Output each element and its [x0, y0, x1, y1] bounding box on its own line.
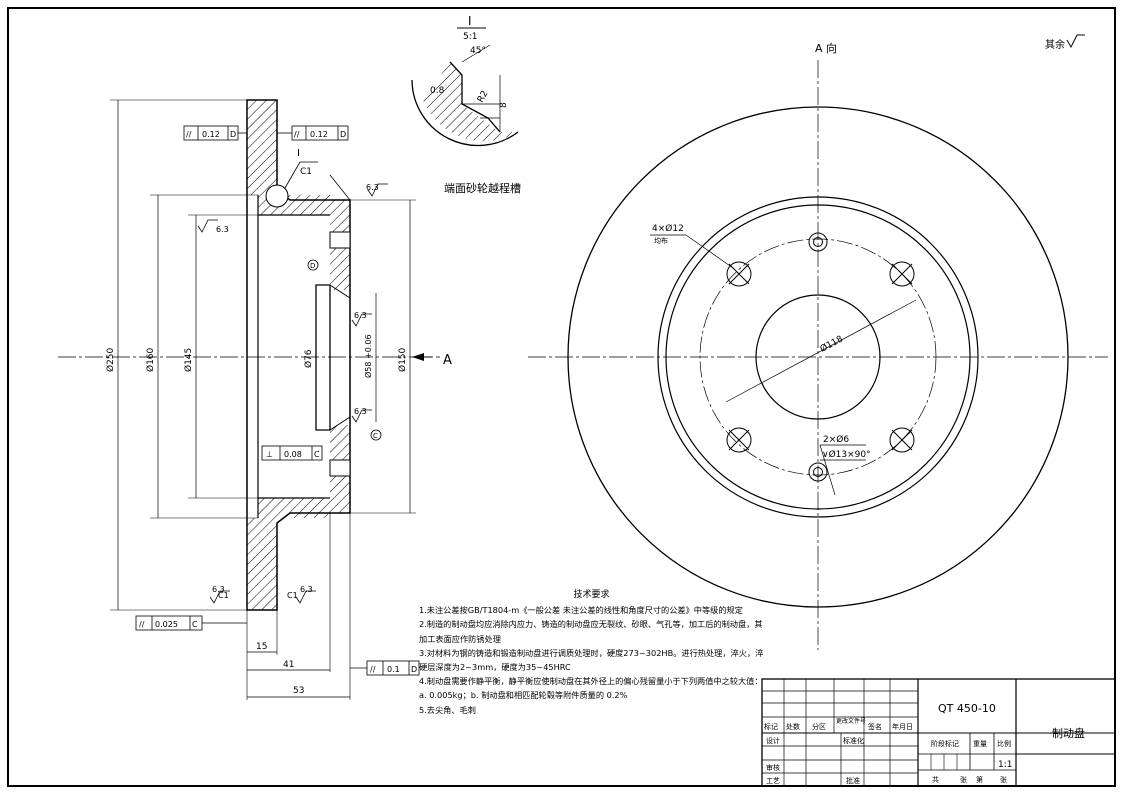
detail-tag: I: [468, 14, 472, 28]
tech-item-3: 3.对材料为钢的铸造和锻造制动盘进行调质处理时，硬度273~302HB。进行热处…: [419, 647, 764, 673]
svg-text:0.025: 0.025: [155, 620, 178, 629]
chamfer-label-bottom-right: C1: [287, 591, 298, 600]
dim-d150: Ø150: [397, 347, 408, 372]
svg-text:⊥: ⊥: [266, 450, 273, 459]
tech-item-1: 1.未注公差按GB/T1804-m《一般公差 未注公差的线性和角度尺寸的公差》中…: [419, 605, 743, 616]
csk-label: ∨Ø13×90°: [822, 449, 871, 460]
disc-inner-ring-1: [657, 196, 979, 518]
tb-header-count: 处数: [786, 722, 800, 731]
svg-text://: //: [370, 665, 376, 674]
dim-d145: Ø145: [183, 348, 194, 372]
tb-material: QT 450-10: [938, 702, 996, 715]
tolerance-frame-5: // 0.1 D: [350, 660, 420, 676]
chamfer-label-bottom-left: C1: [218, 591, 229, 600]
tolerance-frame-2: // 0.12 D: [277, 125, 349, 141]
tb-footer-sheet: 张: [1000, 775, 1007, 784]
svg-text:0.12: 0.12: [202, 130, 220, 139]
holes-note: 均布: [654, 236, 668, 245]
detail-callout-circle: [265, 184, 289, 208]
detail-dim-a: 0.8: [430, 86, 445, 96]
bolt-pitch-circle: [699, 238, 937, 476]
detail-angle: 45°: [470, 46, 486, 56]
svg-text:C: C: [192, 620, 198, 629]
tb-footer-total: 共: [932, 775, 939, 784]
tech-title: 技术要求: [573, 590, 610, 600]
chamfer-label: C1: [300, 167, 312, 177]
dim-d250: Ø250: [105, 347, 116, 372]
dim-15: 15: [256, 642, 267, 652]
svg-text:D: D: [230, 130, 236, 139]
detail-dim-b: 8: [499, 102, 509, 108]
tb-footer-sheets: 张: [960, 775, 967, 784]
roughness-other-icon: [1066, 34, 1085, 49]
tb-row-design: 设计: [766, 736, 780, 745]
holes-label: 4×Ø12: [652, 223, 684, 234]
roughness-1: 6.3: [366, 183, 379, 192]
detail-view-I: I 5:1 45° 0.8 R2 8: [411, 14, 519, 147]
tolerance-frame-1: // 0.12 D: [183, 125, 247, 141]
tb-row-review: 审核: [766, 763, 780, 772]
tb-col-weight: 重量: [973, 740, 987, 748]
tech-item-5: 5.去尖角、毛刺: [419, 704, 476, 715]
section-arrow-label: A: [443, 353, 452, 368]
svg-text:0.12: 0.12: [310, 130, 328, 139]
roughness-3: 6.3: [354, 407, 367, 416]
svg-text:C: C: [314, 450, 320, 459]
tb-header-date: 年月日: [892, 722, 913, 731]
svg-text://: //: [186, 130, 192, 139]
dim-41: 41: [283, 660, 294, 670]
dim-53: 53: [293, 686, 304, 696]
threaded-label: 2×Ø6: [823, 434, 849, 445]
detail-callout-tag: I: [297, 148, 300, 159]
roughness-5: 6.3: [212, 585, 225, 594]
roughness-4: 6.3: [354, 311, 367, 320]
pcd-label: Ø118: [818, 333, 845, 354]
tolerance-frame-3: ⊥ 0.08 C: [261, 445, 323, 461]
tb-header-zone: 分区: [812, 722, 826, 731]
datum-D: D: [310, 262, 315, 270]
disc-outer: [567, 106, 1069, 608]
tb-row-process: 工艺: [766, 777, 780, 785]
dim-d76: Ø76: [303, 349, 314, 368]
tolerance-frame-4: // 0.025 C: [135, 615, 247, 631]
detail-radius: R2: [476, 89, 491, 104]
datum-C: C: [373, 432, 378, 440]
hub-bore: [755, 294, 881, 420]
roughness-2: 6.3: [216, 225, 229, 234]
detail-scale: 5:1: [463, 32, 477, 42]
roughness-other-label: 其余: [1045, 38, 1065, 51]
tb-scale-value: 1:1: [998, 760, 1012, 770]
roughness-6: 6.3: [300, 585, 313, 594]
svg-text://: //: [139, 620, 145, 629]
dim-d58: Ø58 +0.06: [363, 334, 373, 378]
detail-caption: 端面砂轮越程槽: [444, 181, 521, 195]
dim-d160: Ø160: [145, 347, 156, 372]
disc-inner-ring-2: [665, 204, 971, 510]
svg-text:D: D: [340, 130, 346, 139]
view-A: A 向 Ø118 4×Ø12 均布 2×Ø6 ∨Ø13×90°: [528, 41, 1108, 650]
tb-header-mark: 标记: [764, 722, 778, 731]
svg-text:0.08: 0.08: [284, 450, 302, 459]
tech-item-4: 4.制动盘需要作静平衡，静平衡应使制动盘在其外径上的偏心残留量小于下列两值中之较…: [419, 676, 763, 701]
tb-col-stage: 阶段标记: [931, 739, 959, 748]
svg-text://: //: [294, 130, 300, 139]
svg-text:0.1: 0.1: [387, 665, 400, 674]
tech-item-2: 2.制造的制动盘均应消除内应力、铸造的制动盘应无裂纹、砂眼、气孔等，加工后的制动…: [419, 619, 763, 644]
sheet-border: [7, 7, 1116, 787]
tb-header-sign: 签名: [868, 722, 882, 731]
view-label: A 向: [815, 41, 837, 55]
tb-row-approve: 批准: [846, 776, 860, 785]
tb-col-scale: 比例: [997, 739, 1011, 748]
tb-header-doc: 更改文件号: [836, 717, 866, 725]
title-block: [761, 678, 1116, 787]
tb-part-name: 制动盘: [1052, 726, 1085, 740]
section-view: I C1 A Ø250 Ø160 Ø145 Ø76 Ø58 +0.06 Ø150: [58, 99, 452, 700]
tb-row-standard: 标准化: [843, 736, 864, 745]
tech-requirements: 技术要求 1.未注公差按GB/T1804-m《一般公差 未注公差的线性和角度尺寸…: [419, 588, 764, 717]
svg-text:D: D: [411, 665, 417, 674]
tb-footer-nth: 第: [976, 775, 983, 784]
